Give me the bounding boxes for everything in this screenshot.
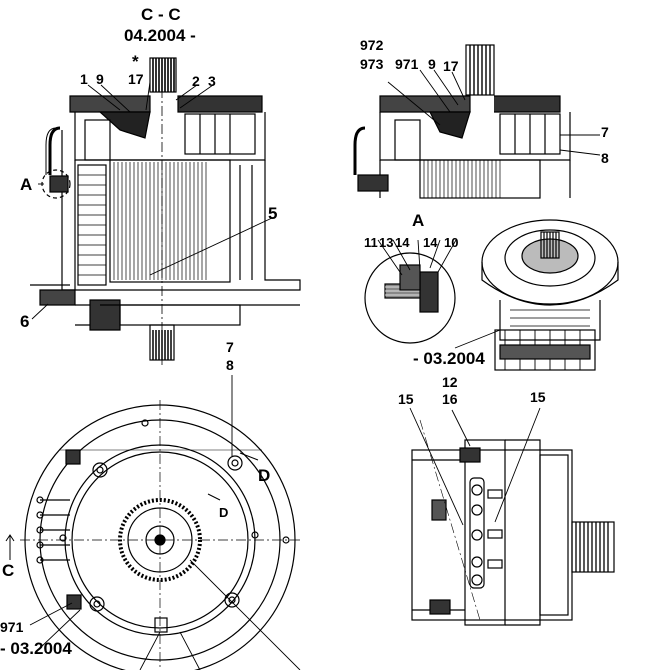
side-view [409, 407, 615, 626]
bottom-left-date: - 03.2004 [0, 639, 72, 658]
callout-8-bottom: 8 [226, 357, 234, 373]
section-title: C - C [141, 5, 181, 24]
callout-14a: 14 [395, 235, 410, 250]
callout-10: 10 [444, 235, 459, 250]
detail-a-title: A [412, 211, 425, 230]
callout-16: 16 [442, 391, 458, 407]
callout-971-bottom: 971 [0, 619, 24, 635]
bottom-flange-hatch [39, 289, 76, 306]
callout-7-right: 7 [601, 124, 609, 140]
callout-15a: 15 [398, 391, 414, 407]
callout-3: 3 [208, 73, 216, 89]
callout-972: 972 [360, 37, 384, 53]
partial-section-view [353, 44, 601, 199]
section-d-label-1: D [258, 466, 271, 485]
callout-6: 6 [20, 312, 30, 331]
detail-a-label: A [20, 175, 33, 194]
callout-973: 973 [360, 56, 384, 72]
section-view-motor [30, 57, 301, 365]
callout-17: 17 [128, 71, 144, 87]
detail-a-view [364, 239, 457, 344]
callout-7-bottom: 7 [226, 339, 234, 355]
top-shaft-spline [149, 57, 177, 93]
top-flange-hatch [69, 95, 151, 113]
callout-9: 9 [96, 71, 104, 87]
callout-14b: 14 [423, 235, 438, 250]
callout-13: 13 [379, 235, 394, 250]
end-view [5, 375, 301, 670]
isometric-motor-view [454, 219, 619, 371]
callout-17-right: 17 [443, 58, 459, 74]
callout-12: 12 [442, 374, 458, 390]
callout-971: 971 [395, 56, 419, 72]
section-date: 04.2004 - [124, 26, 196, 45]
section-c-label: C [2, 561, 15, 580]
section-d-label-2: D [219, 505, 229, 520]
star-marker: * [132, 52, 139, 71]
callout-2: 2 [192, 73, 200, 89]
top-flange-hatch-right [177, 95, 263, 113]
callout-15b: 15 [530, 389, 546, 405]
detail-a-date: - 03.2004 [413, 349, 485, 368]
callout-11: 11 [364, 235, 378, 250]
mounting-bolts [59, 419, 290, 612]
brake-hatch [98, 111, 151, 139]
callout-5: 5 [268, 204, 278, 223]
callout-1: 1 [80, 71, 88, 87]
callout-9-right: 9 [428, 56, 436, 72]
stator-lamination [109, 159, 231, 283]
callout-8-right: 8 [601, 150, 609, 166]
